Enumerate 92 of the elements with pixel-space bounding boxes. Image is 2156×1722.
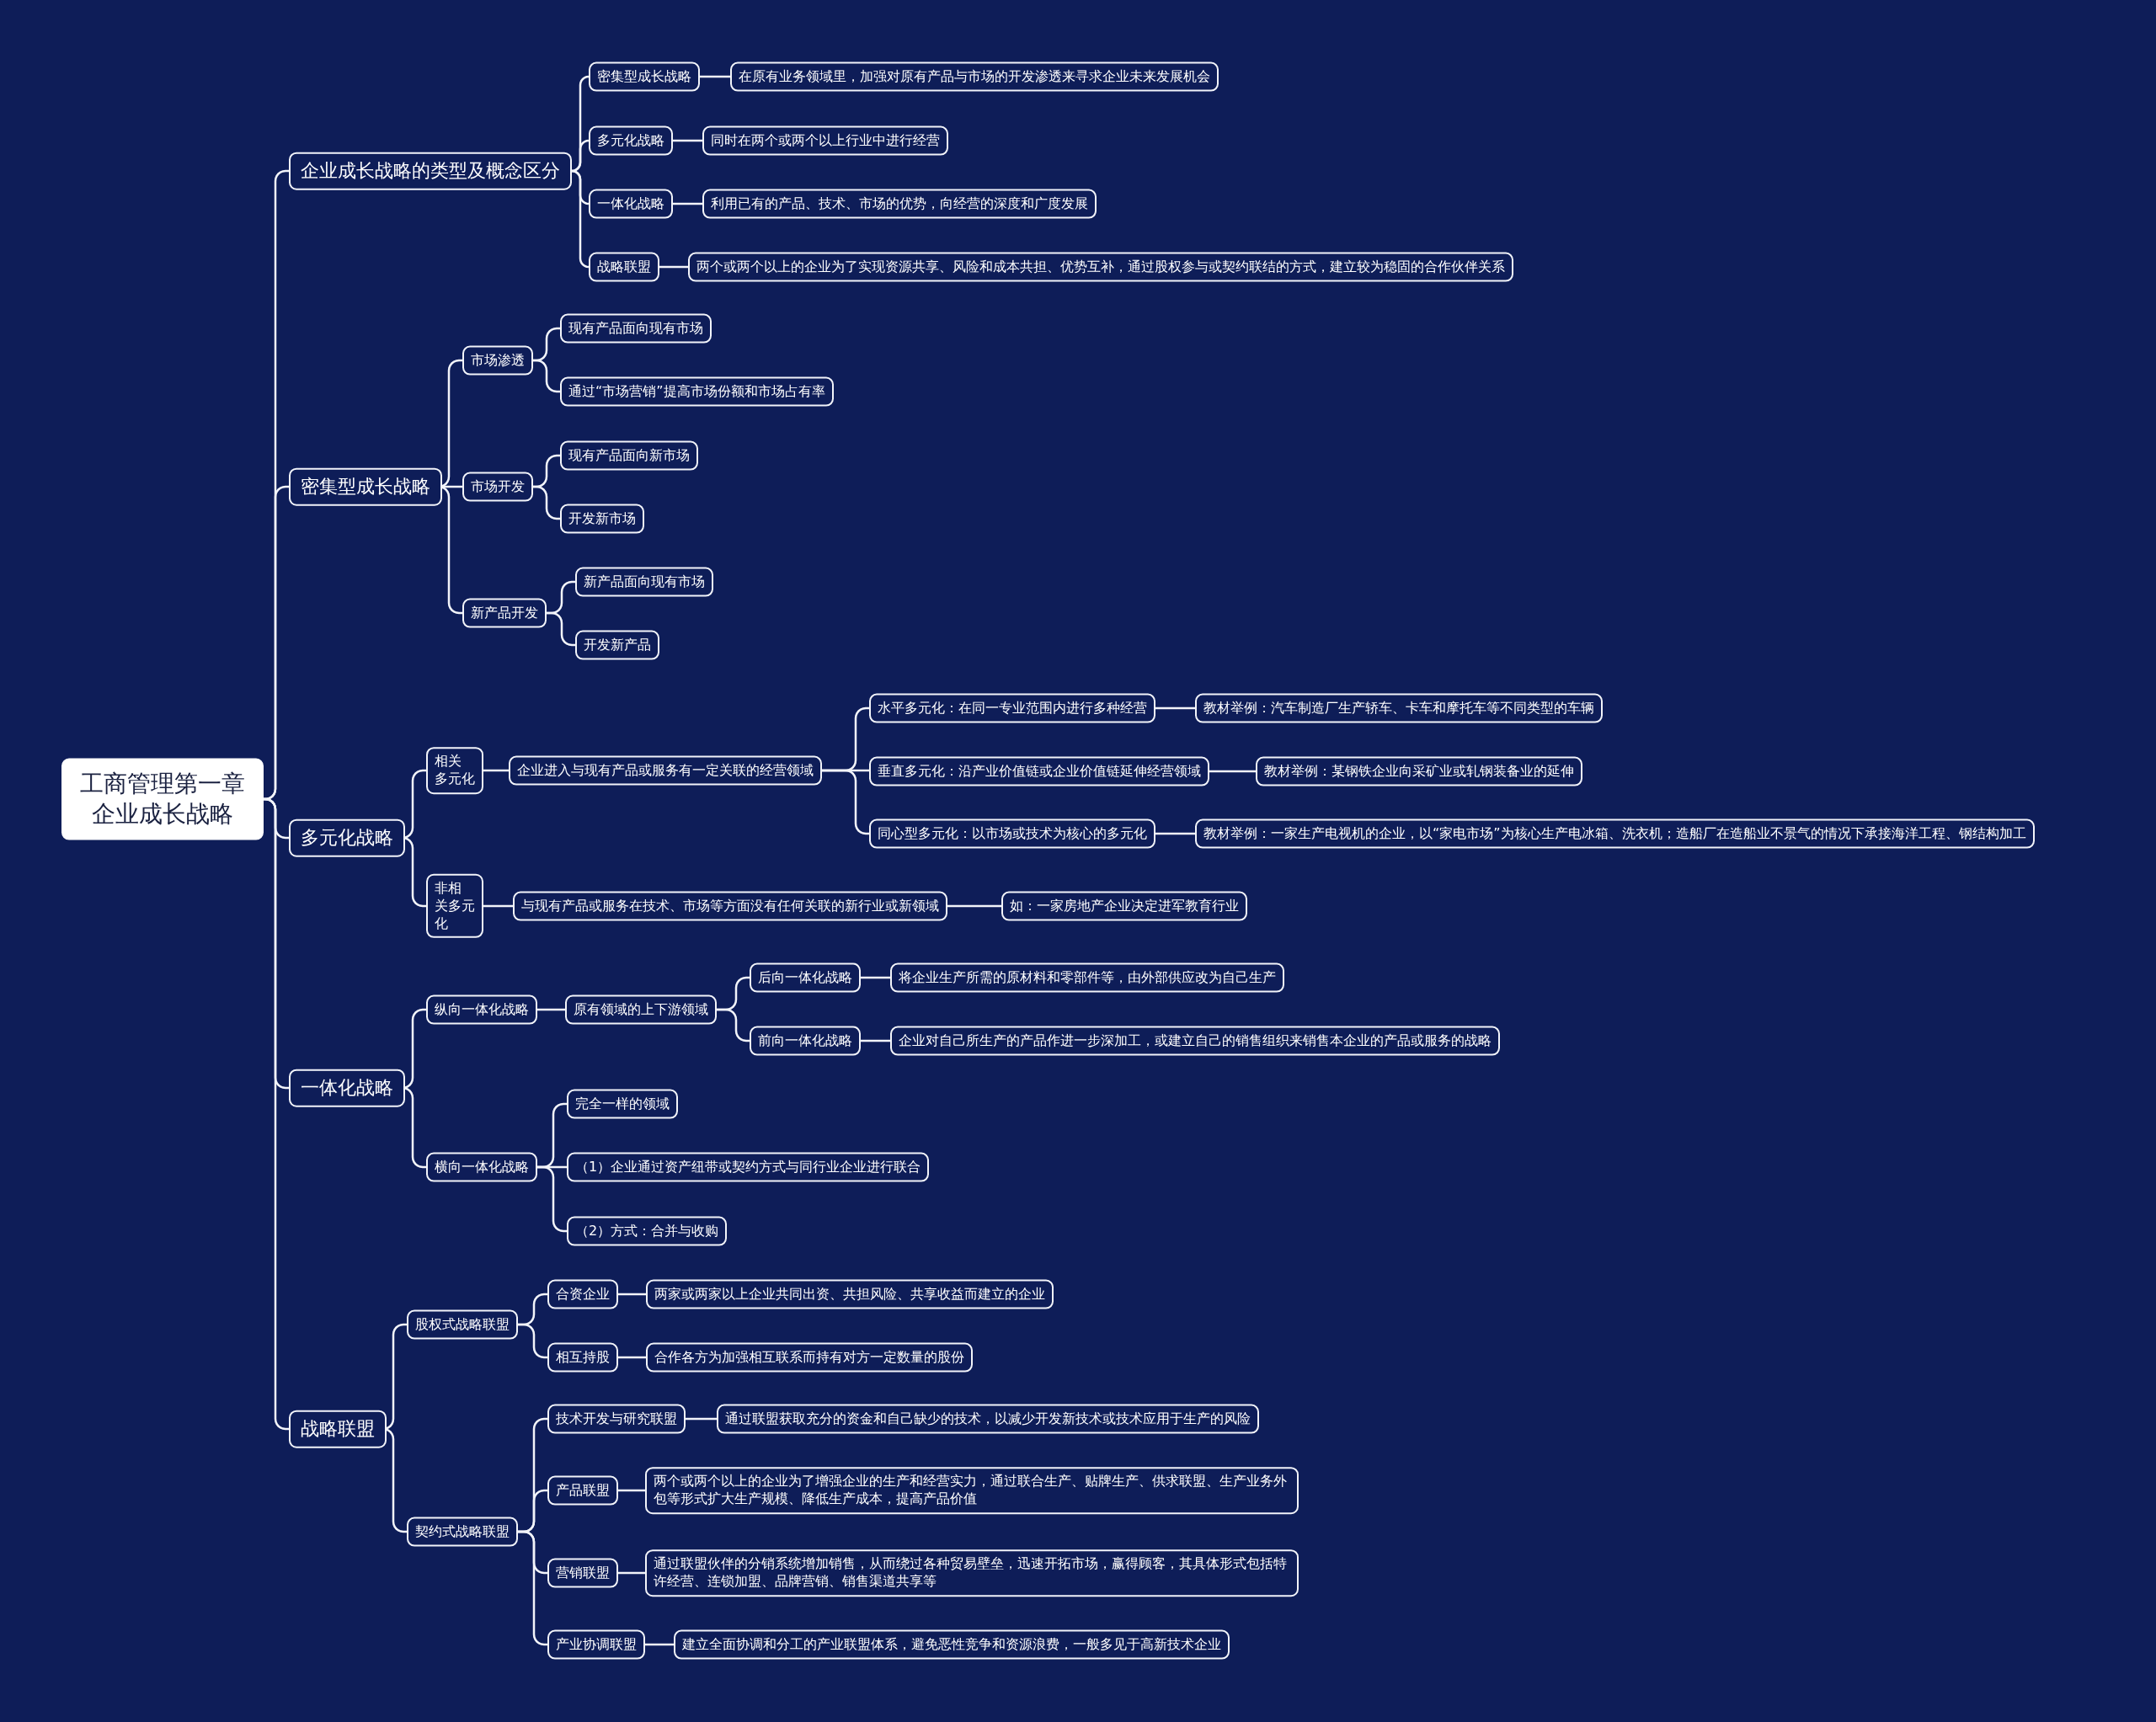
connector-line xyxy=(403,1086,426,1169)
subtopic: 营销联盟 xyxy=(547,1558,618,1588)
subtopic: 通过联盟获取充分的资金和自己缺少的技术，以减少开发新技术或技术应用于生产的风险 xyxy=(717,1404,1259,1434)
subtopic: 两家或两家以上企业共同出资、共担风险、共享收益而建立的企业 xyxy=(646,1279,1054,1309)
connector-line xyxy=(618,1489,645,1492)
subtopic: 完全一样的领域 xyxy=(567,1089,678,1119)
connector-line xyxy=(483,904,513,908)
connector-line xyxy=(618,1356,646,1359)
connector-line xyxy=(645,1643,674,1646)
subtopic: 现有产品面向现有市场 xyxy=(560,313,712,344)
connector-line xyxy=(861,976,890,979)
subtopic: 契约式战略联盟 xyxy=(407,1517,518,1547)
subtopic: 水平多元化：在同一专业范围内进行多种经营 xyxy=(869,693,1155,723)
subtopic: 建立全面协调和分工的产业联盟体系，避免恶性竞争和资源浪费，一般多见于高新技术企业 xyxy=(674,1629,1230,1660)
subtopic: 教材举例：一家生产电视机的企业，以“家电市场”为核心生产电冰箱、洗衣机；造船厂在造船业不景气的情况下承接海洋工程、钢结构加工 xyxy=(1195,818,2035,849)
subtopic: 战略联盟 xyxy=(589,252,659,282)
branch-topic: 多元化战略 xyxy=(289,818,405,857)
subtopic: 如：一家房地产企业决定进军教育行业 xyxy=(1001,891,1247,921)
connector-line xyxy=(537,1008,565,1011)
connector-line xyxy=(442,485,462,488)
subtopic: 同时在两个或两个以上行业中进行经营 xyxy=(702,125,948,156)
subtopic: 通过“市场营销”提高市场份额和市场占有率 xyxy=(560,376,834,407)
connector-line xyxy=(686,1417,717,1421)
subtopic: （2）方式：合并与收购 xyxy=(567,1216,728,1246)
subtopic: 相互持股 xyxy=(547,1342,618,1373)
subtopic: 技术开发与研究联盟 xyxy=(547,1404,686,1434)
branch-topic: 一体化战略 xyxy=(289,1069,405,1107)
connector-line xyxy=(673,139,702,142)
subtopic: 两个或两个以上的企业为了增强企业的生产和经营实力，通过联合生产、贴牌生产、供求联盟、生产业务外包等形式扩大生产规模、降低生产成本，提高产品价值 xyxy=(645,1467,1299,1514)
connector-line xyxy=(822,769,869,835)
connector-line xyxy=(618,1571,645,1575)
subtopic: 市场渗透 xyxy=(462,345,533,376)
subtopic: 合作各方为加强相互联系而持有对方一定数量的股份 xyxy=(646,1342,973,1373)
connector-line xyxy=(518,1323,547,1359)
subtopic: 两个或两个以上的企业为了实现资源共享、风险和成本共担、优势互补，通过股权参与或契约联结的方式，建立较为稳固的合作伙伴关系 xyxy=(688,252,1513,282)
subtopic: 企业对自己所生产的产品作进一步深加工，或建立自己的销售组织来销售本企业的产品或服务的战略 xyxy=(890,1026,1500,1056)
branch-topic: 战略联盟 xyxy=(289,1410,387,1448)
subtopic: 非相关多元化 xyxy=(426,873,483,939)
subtopic: 教材举例：汽车制造厂生产轿车、卡车和摩托车等不同类型的车辆 xyxy=(1195,693,1603,723)
subtopic: 与现有产品或服务在技术、市场等方面没有任何关联的新行业或新领域 xyxy=(513,891,947,921)
connector-line xyxy=(861,1039,890,1042)
connector-line xyxy=(533,485,560,520)
subtopic: 通过联盟伙伴的分销系统增加销售，从而绕过各种贸易壁垒，迅速开拓市场，赢得顾客，其具体形式包括特许经营、连锁加盟、品牌营销、销售渠道共享等 xyxy=(645,1549,1299,1597)
subtopic: （1）企业通过资产纽带或契约方式与同行业企业进行联合 xyxy=(567,1152,930,1182)
connector-line xyxy=(717,1008,750,1042)
connector-line xyxy=(518,1530,547,1646)
connector-line xyxy=(700,75,730,78)
subtopic: 开发新产品 xyxy=(575,630,659,660)
subtopic: 相关多元化 xyxy=(426,747,483,794)
subtopic: 新产品面向现有市场 xyxy=(575,567,713,597)
subtopic: 原有领域的上下游领域 xyxy=(565,994,717,1025)
connector-line xyxy=(537,1165,567,1233)
connector-line xyxy=(403,836,426,908)
central-topic: 工商管理第一章企业成长战略 xyxy=(61,758,264,840)
subtopic: 多元化战略 xyxy=(589,125,673,156)
subtopic: 产品联盟 xyxy=(547,1475,618,1506)
branch-topic: 企业成长战略的类型及概念区分 xyxy=(289,152,572,190)
connector-line xyxy=(673,202,702,205)
subtopic: 产业协调联盟 xyxy=(547,1629,645,1660)
connector-line xyxy=(570,169,590,269)
connector-line xyxy=(533,359,560,393)
connector-line xyxy=(483,769,509,772)
subtopic: 密集型成长战略 xyxy=(589,61,700,92)
branch-topic: 密集型成长战略 xyxy=(289,467,442,506)
subtopic: 市场开发 xyxy=(462,472,533,502)
connector-line xyxy=(403,1008,426,1090)
connector-line xyxy=(659,265,688,269)
subtopic: 开发新市场 xyxy=(560,504,644,534)
subtopic: 将企业生产所需的原材料和零部件等，由外部供应改为自己生产 xyxy=(890,962,1284,993)
subtopic: 前向一体化战略 xyxy=(750,1026,861,1056)
subtopic: 横向一体化战略 xyxy=(426,1152,537,1182)
subtopic: 教材举例：某钢铁企业向采矿业或轧钢装备业的延伸 xyxy=(1256,756,1582,786)
subtopic: 同心型多元化：以市场或技术为核心的多元化 xyxy=(869,818,1155,849)
subtopic: 垂直多元化：沿产业价值链或企业价值链延伸经营领域 xyxy=(869,756,1209,786)
subtopic: 新产品开发 xyxy=(462,598,547,628)
connector-line xyxy=(947,904,1001,908)
subtopic: 在原有业务领域里，加强对原有产品与市场的开发渗透来寻求企业未来发展机会 xyxy=(730,61,1219,92)
connector-line xyxy=(1209,770,1256,773)
subtopic: 合资企业 xyxy=(547,1279,618,1309)
connector-line xyxy=(547,611,575,647)
subtopic: 一体化战略 xyxy=(589,189,673,219)
connector-line xyxy=(1155,832,1195,835)
subtopic: 企业进入与现有产品或服务有一定关联的经营领域 xyxy=(509,755,822,786)
connector-line xyxy=(403,769,426,840)
subtopic: 现有产品面向新市场 xyxy=(560,440,698,471)
connector-line xyxy=(263,797,290,1431)
connector-line xyxy=(618,1293,646,1296)
connector-line xyxy=(1155,706,1195,710)
subtopic: 利用已有的产品、技术、市场的优势，向经营的深度和广度发展 xyxy=(702,189,1097,219)
subtopic: 纵向一体化战略 xyxy=(426,994,537,1025)
subtopic: 股权式战略联盟 xyxy=(407,1309,518,1340)
subtopic: 后向一体化战略 xyxy=(750,962,861,993)
